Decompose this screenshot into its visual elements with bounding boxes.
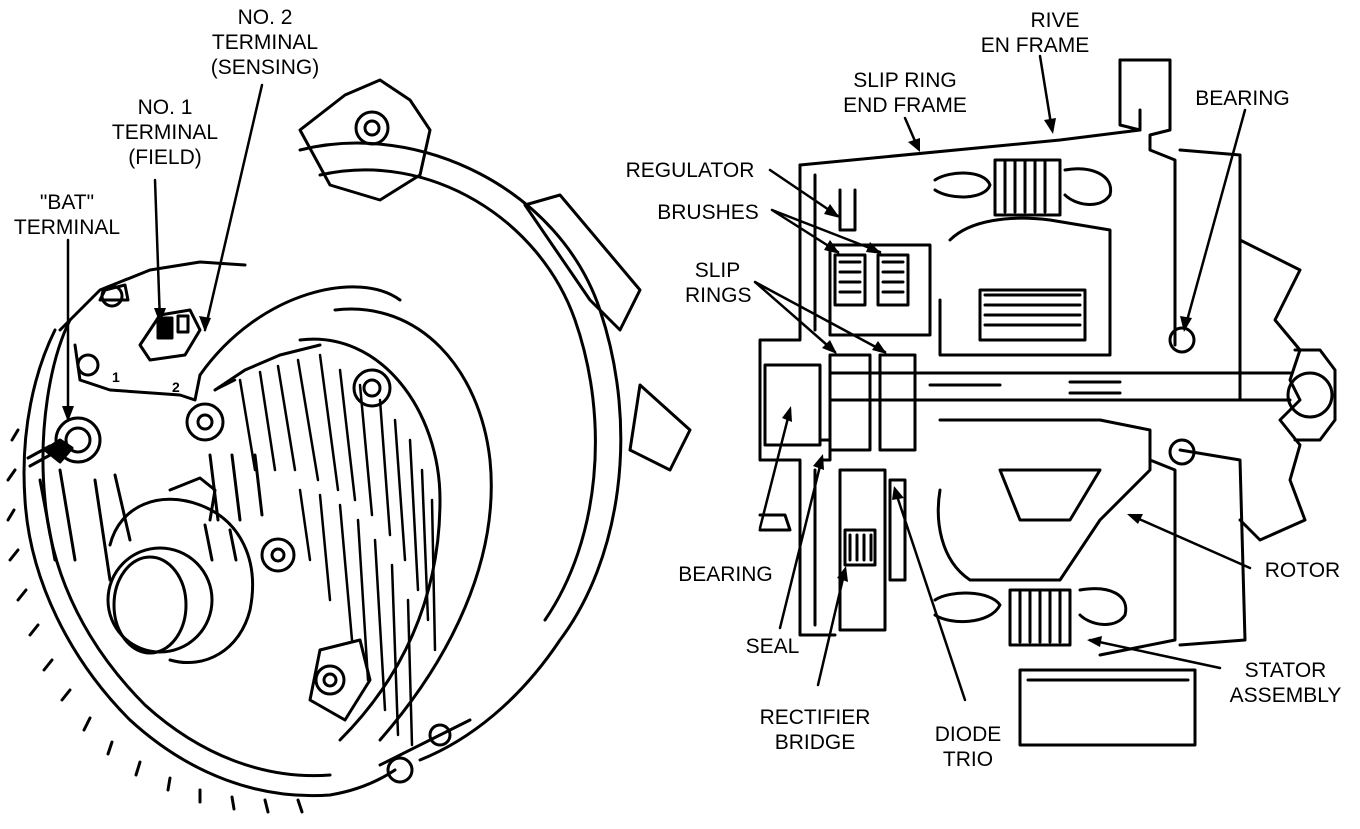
leader-lines	[66, 54, 1252, 702]
label-bat-terminal: "BAT" TERMINAL	[13, 191, 121, 239]
label-drive-end-frame: RIVE EN FRAME	[980, 9, 1090, 57]
terminal-mark-2: 2	[172, 379, 180, 395]
arrowheads	[62, 118, 1192, 647]
alternator-cross-section-drawing	[758, 58, 1337, 747]
label-bearing-top: BEARING	[1195, 87, 1290, 110]
terminal-mark-1: 1	[112, 369, 120, 385]
alternator-exterior-drawing	[6, 78, 692, 814]
label-rectifier-bridge: RECTIFIER BRIDGE	[759, 706, 871, 754]
label-stator-assembly: STATOR ASSEMBLY	[1229, 659, 1342, 707]
label-seal: SEAL	[745, 635, 800, 658]
label-diode-trio: DIODE TRIO	[934, 723, 1002, 771]
label-bearing-bottom: BEARING	[678, 563, 773, 586]
label-rotor: ROTOR	[1264, 559, 1341, 582]
label-no1-terminal: NO. 1 TERMINAL (FIELD)	[111, 96, 219, 169]
label-slip-ring-end-frame: SLIP RING END FRAME	[843, 69, 967, 117]
label-no2-terminal: NO. 2 TERMINAL (SENSING)	[210, 6, 320, 79]
label-brushes: BRUSHES	[657, 201, 759, 224]
label-regulator: REGULATOR	[625, 159, 755, 182]
label-slip-rings: SLIP RINGS	[685, 259, 752, 307]
